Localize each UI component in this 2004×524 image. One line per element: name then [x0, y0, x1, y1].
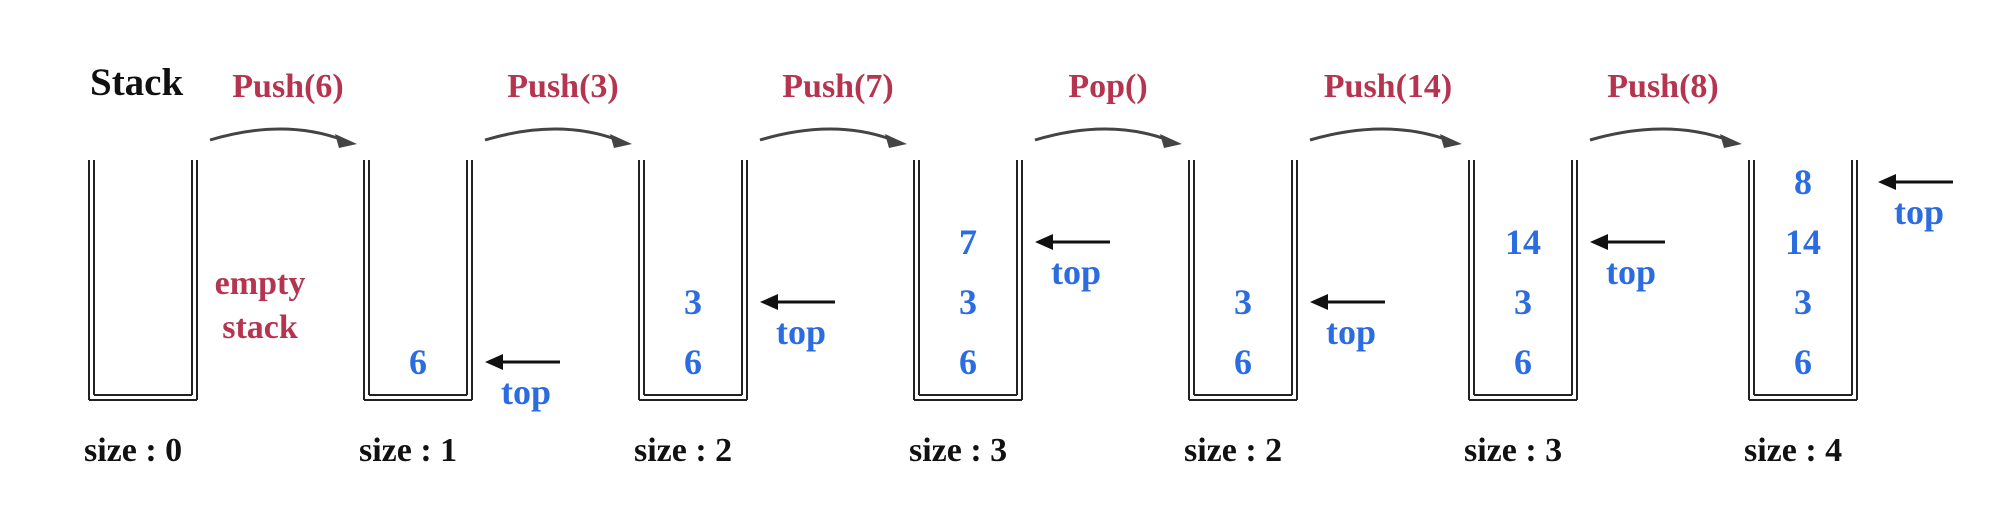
- empty-label-line-2: stack: [222, 309, 298, 347]
- empty-label-line-1: empty: [214, 265, 306, 302]
- stack-outline: [1748, 160, 1858, 401]
- size-label: size : 1: [359, 432, 458, 469]
- stack-value: 3: [684, 282, 702, 322]
- top-label: top: [501, 372, 552, 412]
- stack-value: 7: [959, 222, 977, 262]
- size-label: size : 4: [1744, 432, 1843, 469]
- top-pointer-arrow: [1310, 294, 1385, 310]
- size-label: size : 0: [84, 432, 183, 469]
- stack-outline: [1468, 160, 1578, 401]
- stack-value: 8: [1794, 162, 1812, 202]
- stack-value: 3: [1514, 282, 1532, 322]
- size-label: size : 3: [909, 432, 1008, 469]
- top-pointer-arrow: [1878, 174, 1953, 190]
- operation-label: Push(6): [232, 68, 344, 105]
- stack-container: 8 14 3 6: [1748, 160, 1858, 401]
- operation-label: Push(8): [1607, 68, 1719, 105]
- stack-outline: [1188, 160, 1298, 401]
- stack-value: 6: [684, 342, 702, 382]
- top-pointer-arrow: [485, 354, 560, 370]
- size-label: size : 2: [634, 432, 733, 469]
- stack-container: 6: [363, 160, 473, 401]
- stack-value: 6: [409, 342, 427, 382]
- stack-outline: [363, 160, 473, 401]
- stack-outline: [88, 160, 198, 401]
- size-label: size : 2: [1184, 432, 1283, 469]
- top-label: top: [1051, 252, 1102, 292]
- top-label: top: [1326, 312, 1377, 352]
- top-label: top: [776, 312, 827, 352]
- stack-value: 3: [1234, 282, 1252, 322]
- stack-value: 3: [1794, 282, 1812, 322]
- top-label: top: [1894, 192, 1945, 232]
- stack-value: 3: [959, 282, 977, 322]
- stack-value: 6: [1234, 342, 1252, 382]
- top-pointer-arrow: [1590, 234, 1665, 250]
- operation-label: Push(14): [1323, 68, 1453, 105]
- stack-outline: [638, 160, 748, 401]
- operation-label: Push(7): [782, 68, 894, 105]
- stack-value: 6: [1794, 342, 1812, 382]
- size-label: size : 3: [1464, 432, 1563, 469]
- stack-value: 14: [1505, 222, 1541, 262]
- top-pointer-arrow: [760, 294, 835, 310]
- stack-value: 14: [1785, 222, 1821, 262]
- diagram-title: Stack: [90, 61, 184, 104]
- stack-container: [88, 160, 198, 401]
- top-pointer-arrow: [1035, 234, 1110, 250]
- empty-stack-label: empty stack: [205, 262, 315, 350]
- stack-container: 7 3 6: [913, 160, 1023, 401]
- operation-label: Pop(): [1068, 68, 1148, 105]
- stack-value: 6: [1514, 342, 1532, 382]
- stack-outline: [913, 160, 1023, 401]
- stack-value: 6: [959, 342, 977, 382]
- operation-label: Push(3): [507, 68, 619, 105]
- top-label: top: [1606, 252, 1657, 292]
- stack-container: 14 3 6: [1468, 160, 1578, 401]
